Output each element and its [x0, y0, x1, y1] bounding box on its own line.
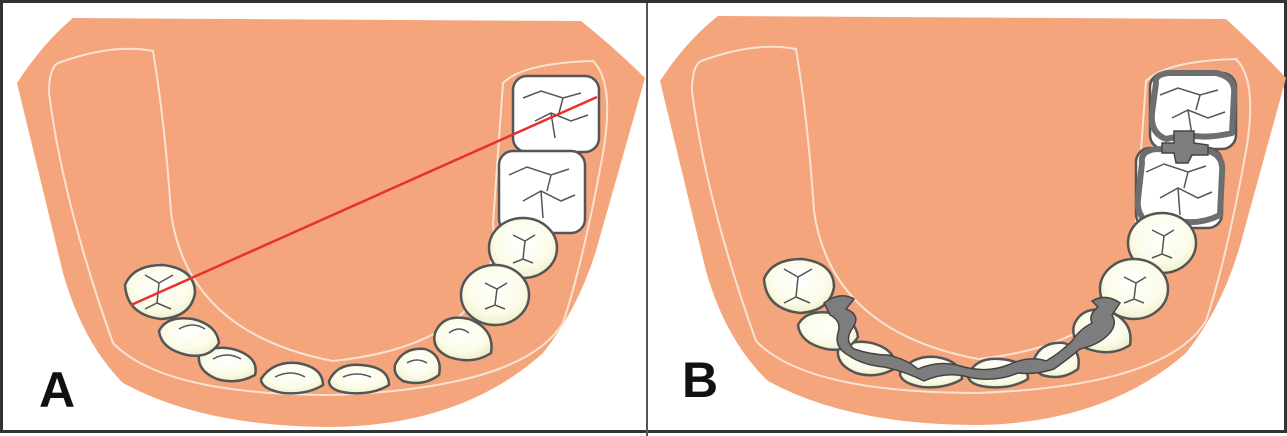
panel-label-b: B [682, 355, 718, 405]
jaw-diagram-a [3, 3, 646, 436]
panel-b: B [646, 3, 1287, 436]
panel-a: A [3, 3, 646, 436]
premolar-tooth [461, 265, 529, 325]
panel-label-a: A [39, 365, 75, 415]
jaw-diagram-b [648, 3, 1287, 436]
incisor-tooth [329, 365, 389, 394]
